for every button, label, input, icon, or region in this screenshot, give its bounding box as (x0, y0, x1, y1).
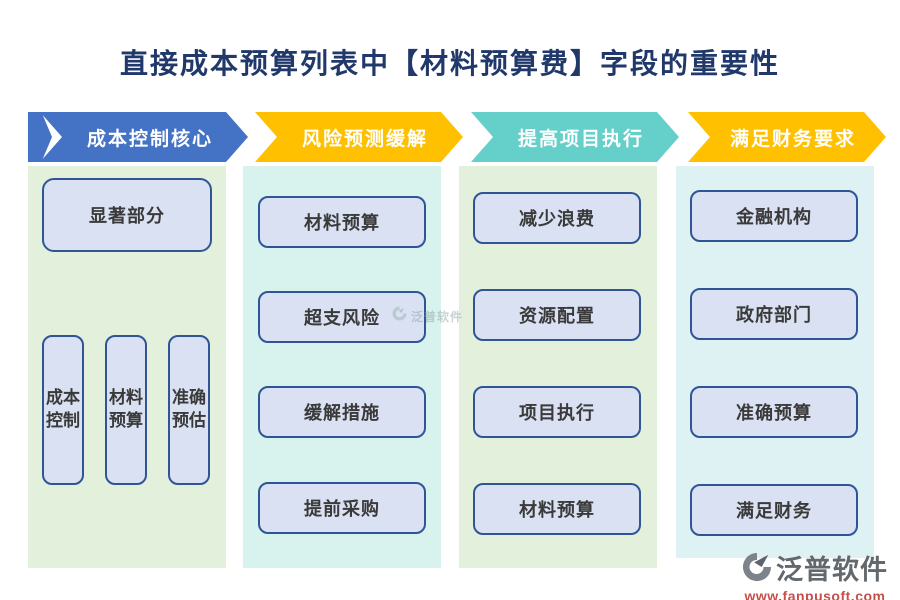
column-header-risk-mitigation: 风险预测缓解 (255, 112, 463, 162)
node-reduce-waste: 减少浪费 (473, 192, 641, 244)
fanpu-watermark-icon (392, 306, 407, 326)
node-project-execution: 项目执行 (473, 386, 641, 438)
node-accurate-estimate: 准确预估 (168, 335, 210, 485)
footer-url: www.fanpusoft.com (744, 588, 886, 600)
node-cost-control: 成本控制 (42, 335, 84, 485)
node-resource-allocation: 资源配置 (473, 289, 641, 341)
column-header-cost-control: 成本控制核心 (40, 112, 248, 162)
node-significant-part: 显著部分 (42, 178, 212, 252)
node-material-budget: 材料预算 (258, 196, 426, 248)
footer-brand: 泛普软件 www.fanpusoft.com (742, 548, 888, 600)
node-material-budget-v: 材料预算 (105, 335, 147, 485)
node-financial-institution: 金融机构 (690, 190, 858, 242)
node-accurate-budget: 准确预算 (690, 386, 858, 438)
column-header-project-execution: 提高项目执行 (471, 112, 679, 162)
node-material-budget-2: 材料预算 (473, 483, 641, 535)
node-government-department: 政府部门 (690, 288, 858, 340)
node-satisfy-finance: 满足财务 (690, 484, 858, 536)
column-header-finance-requirement: 满足财务要求 (688, 112, 886, 162)
node-advance-procurement: 提前采购 (258, 482, 426, 534)
node-mitigation-measures: 缓解措施 (258, 386, 426, 438)
watermark: 泛普软件 (392, 306, 463, 326)
page-title: 直接成本预算列表中【材料预算费】字段的重要性 (119, 48, 780, 79)
watermark-label: 泛普软件 (411, 309, 464, 324)
fanpu-logo-icon (742, 552, 772, 587)
footer-brand-name: 泛普软件 (776, 555, 888, 585)
